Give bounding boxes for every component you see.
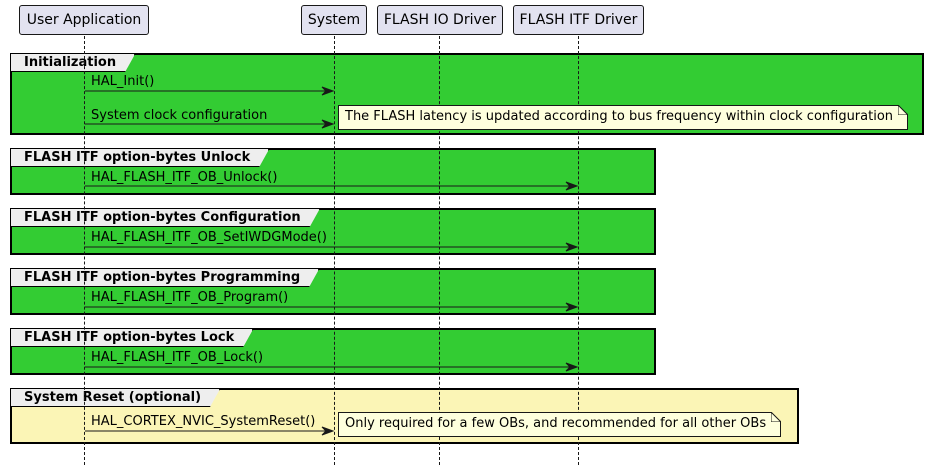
lifeline-flash-io-driver xyxy=(439,36,440,465)
message-hal-init: HAL_Init() xyxy=(91,74,155,89)
note-flash-latency: The FLASH latency is updated according t… xyxy=(338,105,908,130)
group-title: FLASH ITF option-bytes Unlock xyxy=(11,149,269,167)
lifeline-flash-itf-driver xyxy=(578,36,579,465)
participant-user-application: User Application xyxy=(19,5,149,35)
group-title: Initialization xyxy=(11,54,135,72)
lifeline-system xyxy=(334,36,335,465)
group-title: FLASH ITF option-bytes Lock xyxy=(11,329,253,347)
group-title: System Reset (optional) xyxy=(11,389,220,407)
participant-flash-io-driver: FLASH IO Driver xyxy=(377,5,503,35)
message-ob-lock: HAL_FLASH_ITF_OB_Lock() xyxy=(91,350,264,365)
message-system-reset: HAL_CORTEX_NVIC_SystemReset() xyxy=(91,414,316,429)
note-fold-icon xyxy=(771,412,781,422)
message-ob-set-iwdg-mode: HAL_FLASH_ITF_OB_SetIWDGMode() xyxy=(91,230,327,245)
note-system-reset: Only required for a few OBs, and recomme… xyxy=(338,412,781,437)
message-system-clock-configuration: System clock configuration xyxy=(91,108,268,123)
message-ob-program: HAL_FLASH_ITF_OB_Program() xyxy=(91,290,289,305)
participant-system: System xyxy=(301,5,367,35)
participant-flash-itf-driver: FLASH ITF Driver xyxy=(513,5,644,35)
group-title: FLASH ITF option-bytes Programming xyxy=(11,269,319,287)
message-ob-unlock: HAL_FLASH_ITF_OB_Unlock() xyxy=(91,170,278,185)
group-ob-unlock: FLASH ITF option-bytes Unlock xyxy=(10,148,656,195)
lifeline-user-application xyxy=(84,36,85,465)
note-fold-icon xyxy=(898,105,908,115)
